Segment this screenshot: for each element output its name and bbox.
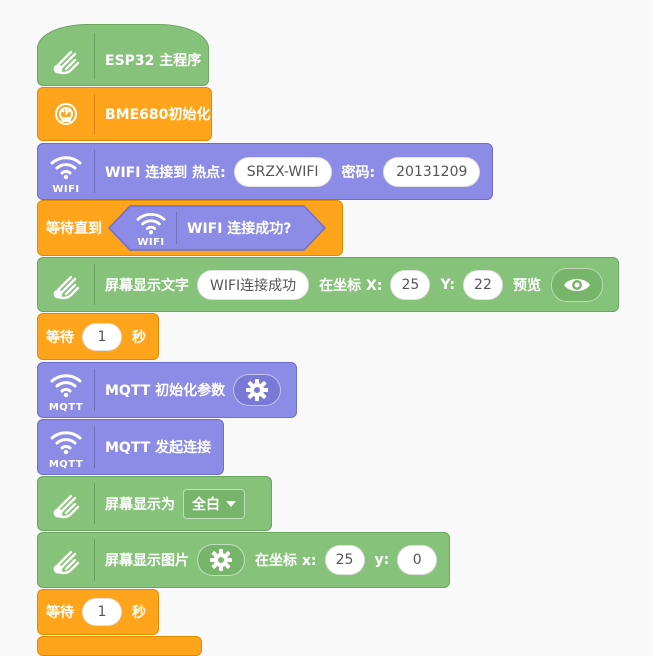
show-text-x-label: 在坐标 X: [319,277,383,294]
show-text-preview-label: 预览 [512,277,541,294]
mqtt-connect-block[interactable]: MQTT MQTT 发起连接 [37,419,224,475]
wait-label: 等待 [46,329,74,346]
wait-until-label: 等待直到 [46,221,102,237]
mqtt-settings-button[interactable] [233,374,282,406]
screen-fill-label: 屏幕显示为 [105,496,175,513]
show-image-label: 屏幕显示图片 [105,553,189,569]
gear-icon [210,549,232,571]
wifi-icon: MQTT [38,363,94,417]
mqtt-icon-text: MQTT [48,402,84,413]
esp32-main-block[interactable]: ESP32 主程序 [37,24,209,86]
show-text-input[interactable]: WIFI连接成功 [197,269,310,300]
show-text-y-input[interactable]: 22 [462,269,503,300]
show-image-y-input[interactable]: 0 [397,545,438,575]
seconds-label-2: 秒 [132,605,146,621]
wait-seconds-block[interactable]: 等待 1 秒 [37,313,159,360]
hand-pointer-icon [38,477,94,530]
wifi-connected-label: WIFI 连接成功? [187,221,292,237]
show-text-block[interactable]: 屏幕显示文字 WIFI连接成功 在坐标 X: 25 Y: 22 预览 [37,257,619,312]
screen-fill-block[interactable]: 屏幕显示为 全白 [37,476,272,531]
hand-pointer-icon [38,533,94,587]
show-text-label: 屏幕显示文字 [105,277,189,294]
show-text-y-label: Y: [440,276,455,293]
mqtt-init-block[interactable]: MQTT MQTT 初始化参数 [37,362,297,418]
wifi-connected-condition[interactable]: WIFI WIFI 连接成功? [108,205,326,251]
bme680-init-label: BME680初始化 [105,107,211,123]
image-settings-button[interactable] [197,544,245,576]
preview-toggle[interactable] [550,267,603,302]
eye-icon [563,278,590,291]
mqtt-connect-label: MQTT 发起连接 [105,440,212,456]
esp32-main-label: ESP32 主程序 [105,53,202,69]
wifi-icon: MQTT [38,420,94,474]
wifi-condition-icon-text: WIFI [137,237,165,248]
screen-fill-option: 全白 [192,496,220,513]
wifi-icon: WIFI [38,144,94,199]
wifi-icon: WIFI [126,205,176,251]
bme680-init-block[interactable]: BME680初始化 [37,87,212,141]
sensor-gauge-icon [38,88,94,140]
show-image-block[interactable]: 屏幕显示图片 在坐标 x: 25 y: 0 [37,532,450,588]
wait-seconds-input[interactable]: 1 [82,322,122,351]
wait-seconds-block-2[interactable]: 等待 1 秒 [37,589,159,635]
caret-down-icon [226,500,236,507]
mqtt-connect-icon-text: MQTT [48,459,84,470]
show-image-x-label: 在坐标 x: [255,553,317,569]
wait-until-block[interactable]: 等待直到 WIFI WIFI 连接成功? [37,200,343,256]
next-block-partial[interactable] [37,636,202,656]
wait-label-2: 等待 [46,605,74,621]
wait-seconds-input-2[interactable]: 1 [82,598,122,626]
wifi-password-input[interactable]: 20131209 [383,156,481,187]
show-image-x-input[interactable]: 25 [324,545,365,575]
screen-fill-dropdown[interactable]: 全白 [183,488,245,519]
seconds-label: 秒 [132,329,146,346]
wifi-password-label: 密码: [341,164,376,181]
show-image-y-label: y: [374,552,390,568]
wifi-icon-text: WIFI [52,184,80,195]
gear-icon [246,379,269,401]
mqtt-init-label: MQTT 初始化参数 [105,383,226,399]
hand-pointer-icon [38,35,94,85]
show-text-x-input[interactable]: 25 [390,269,431,300]
wifi-ssid-input[interactable]: SRZX-WIFI [233,156,332,187]
wifi-connect-label: WIFI 连接到 热点: [105,164,226,181]
hand-pointer-icon [38,258,94,311]
wifi-connect-block[interactable]: WIFI WIFI 连接到 热点: SRZX-WIFI 密码: 20131209 [37,143,493,200]
